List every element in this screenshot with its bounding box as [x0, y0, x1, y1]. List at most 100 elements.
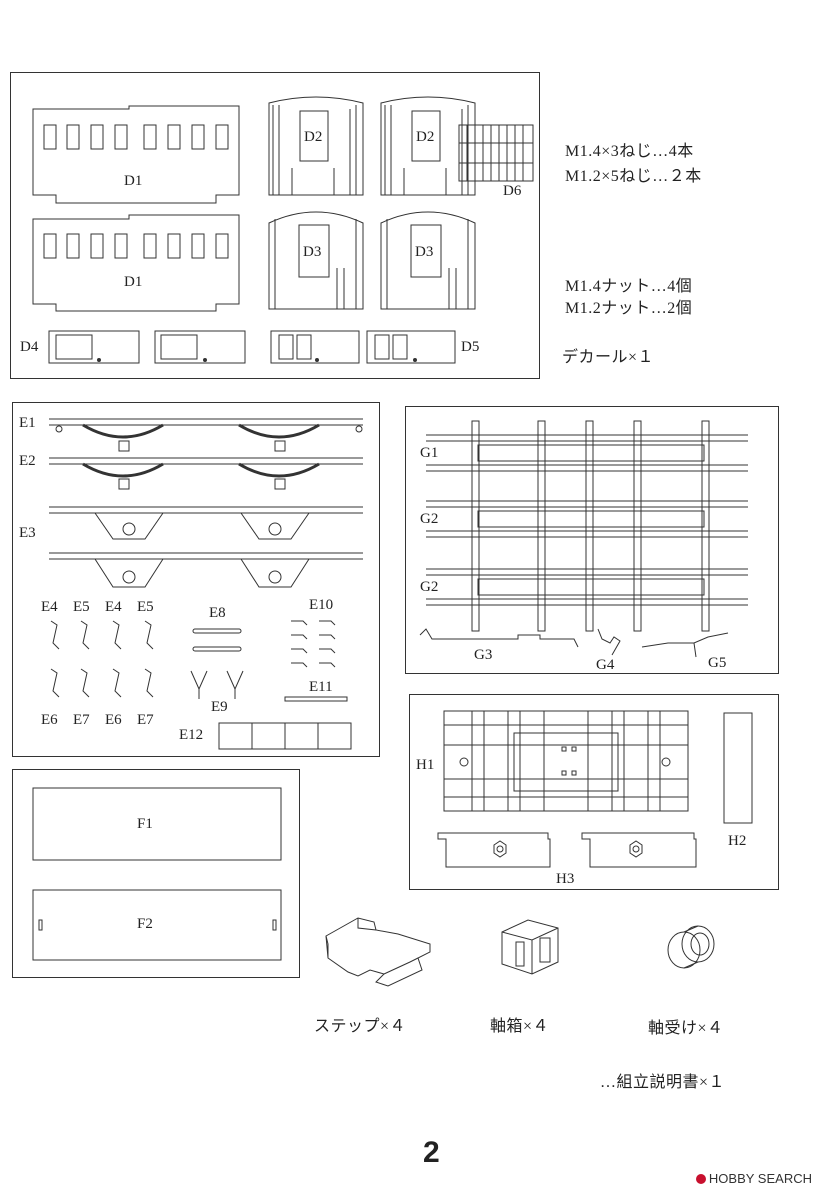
label-d6: D6 — [503, 183, 522, 199]
g1-part — [426, 434, 748, 472]
label-g2-a: G2 — [420, 511, 439, 527]
label-e6-b: E6 — [105, 712, 122, 728]
label-d2-right: D2 — [416, 129, 435, 145]
d2-right-part — [380, 96, 476, 196]
step-label: ステップ×４ — [314, 1018, 407, 1035]
d6-part — [458, 124, 534, 182]
d1-bottom-part — [32, 214, 240, 312]
d3-left-window — [298, 224, 330, 278]
watermark: HOBBY SEARCH — [695, 1171, 812, 1186]
label-e11: E11 — [309, 679, 333, 695]
manual-label: …組立説明書×１ — [600, 1074, 726, 1091]
e4-e7-brackets — [50, 620, 154, 698]
e1-part — [49, 418, 363, 452]
label-e2: E2 — [19, 453, 36, 469]
panel-h-drawing — [437, 710, 753, 868]
d3-right-part — [380, 211, 476, 310]
label-d4: D4 — [20, 339, 39, 355]
label-f2: F2 — [137, 916, 153, 932]
d6-grille-bars — [459, 125, 533, 181]
e8-parts — [192, 628, 242, 652]
label-g1: G1 — [420, 445, 439, 461]
panel-e-drawing — [49, 418, 363, 750]
panel-h: H1 H2 H3 — [409, 694, 779, 890]
label-d3-right: D3 — [415, 244, 434, 260]
hardware-screws-line2: M1.2×5ねじ…２本 — [565, 168, 702, 185]
label-h3: H3 — [556, 871, 575, 887]
label-e1: E1 — [19, 415, 36, 431]
panel-f-drawing — [32, 787, 282, 961]
e3-part-top — [49, 506, 363, 540]
label-e7-b: E7 — [137, 712, 154, 728]
g2-part-b — [426, 568, 748, 606]
panel-g-drawing — [419, 420, 748, 658]
label-e6-a: E6 — [41, 712, 58, 728]
d1-top-part — [32, 105, 240, 204]
panel-f: F1 F2 — [12, 769, 300, 978]
hardware-decal: デカール×１ — [562, 349, 655, 366]
label-e5-b: E5 — [137, 599, 154, 615]
label-h1: H1 — [416, 757, 435, 773]
panel-e: E1 E2 E3 E4 E5 E4 E5 E6 E7 E6 E7 E8 E9 E… — [12, 402, 380, 757]
d2-left-window — [299, 110, 329, 162]
g2-part-a — [426, 500, 748, 538]
d1-top-windows — [43, 124, 229, 150]
e3-part-bottom — [49, 552, 363, 588]
label-f1: F1 — [137, 816, 153, 832]
label-e4-a: E4 — [41, 599, 58, 615]
label-e10: E10 — [309, 597, 334, 613]
d1-bottom-windows — [43, 233, 229, 259]
label-e9: E9 — [211, 699, 228, 715]
label-d5: D5 — [461, 339, 480, 355]
label-e3: E3 — [19, 525, 36, 541]
d3-left-part — [268, 211, 364, 310]
step-illustration — [325, 917, 431, 987]
f2-part — [32, 889, 282, 961]
e2-part — [49, 457, 363, 490]
label-g5: G5 — [708, 655, 727, 671]
e10-parts — [291, 620, 336, 668]
panel-d-drawing — [32, 96, 534, 364]
label-d1-top: D1 — [124, 173, 143, 189]
bearing-illustration — [667, 925, 715, 969]
d5-part-right — [366, 330, 456, 364]
bearing-label: 軸受け×４ — [648, 1020, 724, 1037]
g5-part — [641, 632, 729, 658]
h1-part — [443, 710, 689, 812]
d5-part-left — [270, 330, 360, 364]
axle-box-illustration — [501, 919, 559, 975]
hardware-nuts-line1: M1.4ナット…4個 — [565, 278, 693, 295]
d3-right-window — [410, 224, 442, 278]
label-e12: E12 — [179, 727, 204, 743]
label-g3: G3 — [474, 647, 493, 663]
axle-box-label: 軸箱×４ — [490, 1018, 550, 1035]
e11-part — [284, 696, 348, 702]
page-number: 2 — [423, 1136, 440, 1169]
e12-parts — [218, 722, 352, 750]
g-frame-ribs — [471, 420, 710, 632]
g3-part — [419, 628, 579, 648]
label-d1-bottom: D1 — [124, 274, 143, 290]
h2-part — [723, 712, 753, 824]
hardware-nuts-line2: M1.2ナット…2個 — [565, 300, 693, 317]
watermark-logo-icon — [695, 1173, 706, 1184]
hardware-screws-line1: M1.4×3ねじ…4本 — [565, 143, 694, 160]
h3-parts — [437, 832, 697, 868]
d2-left-part — [268, 96, 364, 196]
label-h2: H2 — [728, 833, 747, 849]
f1-part — [32, 787, 282, 861]
label-e5-a: E5 — [73, 599, 90, 615]
label-e7-a: E7 — [73, 712, 90, 728]
e9-parts — [190, 670, 244, 699]
label-e8: E8 — [209, 605, 226, 621]
d2-right-window — [411, 110, 441, 162]
label-g2-b: G2 — [420, 579, 439, 595]
d4-part-left — [48, 330, 140, 364]
watermark-text: HOBBY SEARCH — [708, 1171, 812, 1186]
label-g4: G4 — [596, 657, 615, 673]
g4-part — [597, 628, 621, 656]
label-e4-b: E4 — [105, 599, 122, 615]
d4-part-right — [154, 330, 246, 364]
panel-d: D1 D1 D2 D2 D3 D3 D4 D5 D6 — [10, 72, 540, 379]
label-d2-left: D2 — [304, 129, 323, 145]
